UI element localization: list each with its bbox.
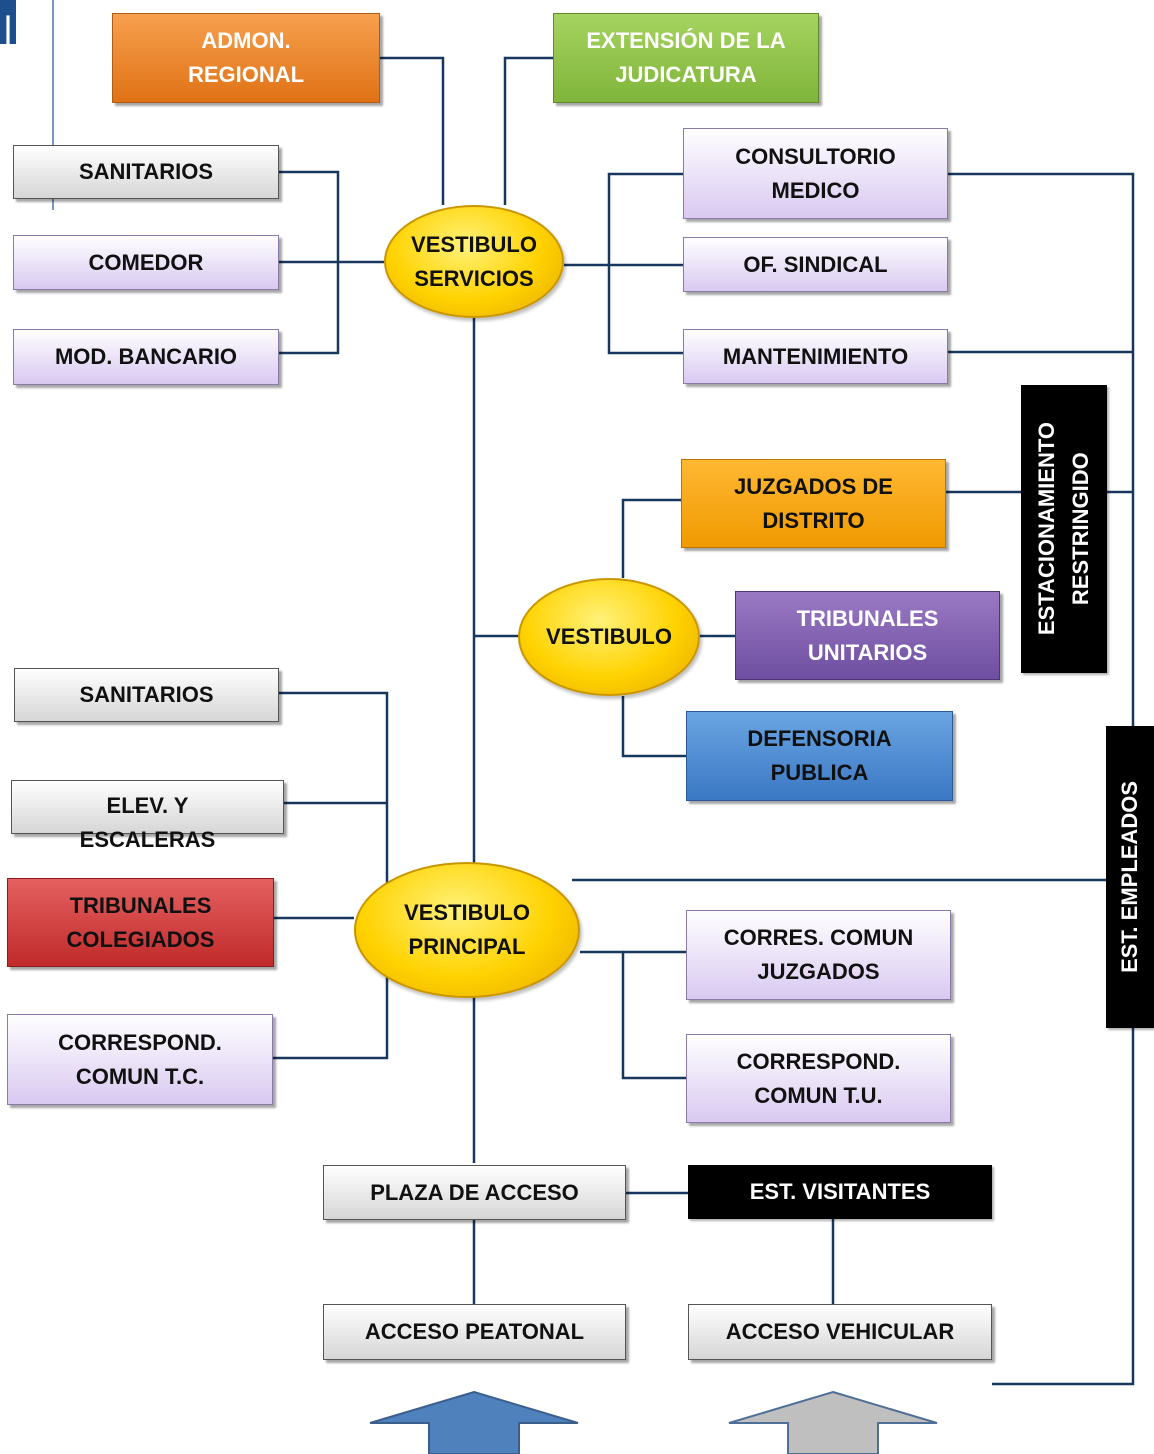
box-sanitarios-top: SANITARIOS <box>13 145 279 199</box>
oval-vestibulo: VESTIBULO <box>518 578 700 696</box>
box-plaza-acceso: PLAZA DE ACCESO <box>323 1165 626 1220</box>
box-comedor: COMEDOR <box>13 235 279 290</box>
box-acceso-peatonal: ACCESO PEATONAL <box>323 1304 626 1360</box>
box-estacionamiento-restringido: ESTACIONAMIENTO RESTRINGIDO <box>1021 385 1107 673</box>
box-admon-regional: ADMON. REGIONAL <box>112 13 380 103</box>
box-correspond-comun-tu: CORRESPOND. COMUN T.U. <box>686 1034 951 1123</box>
wire-juzgados <box>621 498 681 578</box>
box-mantenimiento: MANTENIMIENTO <box>683 329 948 384</box>
box-defensoria-publica: DEFENSORIA PUBLICA <box>686 711 953 801</box>
box-corres-comun-juzgados: CORRES. COMUN JUZGADOS <box>686 910 951 1000</box>
wire-left-principal <box>273 691 389 1060</box>
box-est-visitantes: EST. VISITANTES <box>688 1165 992 1219</box>
box-juzgados-distrito: JUZGADOS DE DISTRITO <box>681 459 946 548</box>
wire-admon <box>380 56 445 205</box>
box-sanitarios-bottom: SANITARIOS <box>14 668 279 722</box>
box-of-sindical: OF. SINDICAL <box>683 237 948 292</box>
box-est-empleados: EST. EMPLEADOS <box>1106 726 1154 1028</box>
wire-defensoria <box>621 696 686 758</box>
box-correspond-comun-tc: CORRESPOND. COMUN T.C. <box>7 1014 273 1105</box>
box-acceso-vehicular: ACCESO VEHICULAR <box>688 1304 992 1360</box>
est-empleados-label: EST. EMPLEADOS <box>1117 781 1142 973</box>
box-consultorio-medico: CONSULTORIO MEDICO <box>683 128 948 219</box>
box-elev-escaleras: ELEV. Y ESCALERAS <box>11 780 284 852</box>
oval-vestibulo-principal: VESTIBULO PRINCIPAL <box>354 862 580 998</box>
box-tribunales-unitarios: TRIBUNALES UNITARIOS <box>735 591 1000 680</box>
oval-vestibulo-servicios: VESTIBULO SERVICIOS <box>384 205 564 318</box>
wire-right-services <box>607 172 683 355</box>
wire-extension <box>503 56 553 205</box>
wire-right-principal <box>580 950 686 1080</box>
box-extension-judicatura: EXTENSIÓN DE LA JUDICATURA <box>553 13 819 103</box>
arrow-peatonal <box>369 1390 579 1454</box>
estacionamiento-restringido-label: ESTACIONAMIENTO RESTRINGIDO <box>1034 422 1093 636</box>
box-mod-bancario: MOD. BANCARIO <box>13 329 279 385</box>
arrow-vehicular <box>728 1390 938 1454</box>
box-tribunales-colegiados: TRIBUNALES COLEGIADOS <box>7 878 274 967</box>
logo-divider <box>52 0 54 210</box>
